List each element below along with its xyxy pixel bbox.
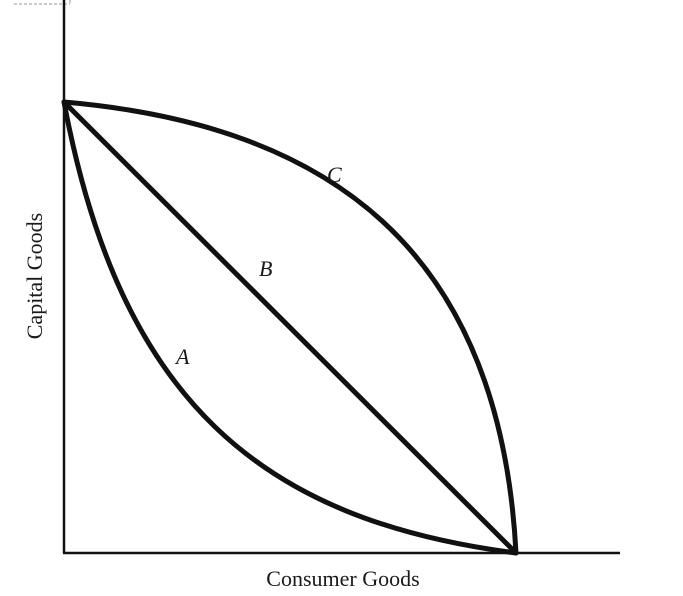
curve-b — [61, 99, 519, 556]
x-axis-label: Consumer Goods — [266, 566, 419, 591]
curve-a — [61, 99, 519, 556]
y-axis-label: Capital Goods — [22, 213, 47, 340]
curve-a-label: A — [174, 344, 190, 369]
curve-c-label: C — [327, 162, 342, 187]
curve-b-label: B — [259, 256, 272, 281]
curve-c — [61, 99, 519, 556]
crop-mark — [14, 0, 71, 5]
